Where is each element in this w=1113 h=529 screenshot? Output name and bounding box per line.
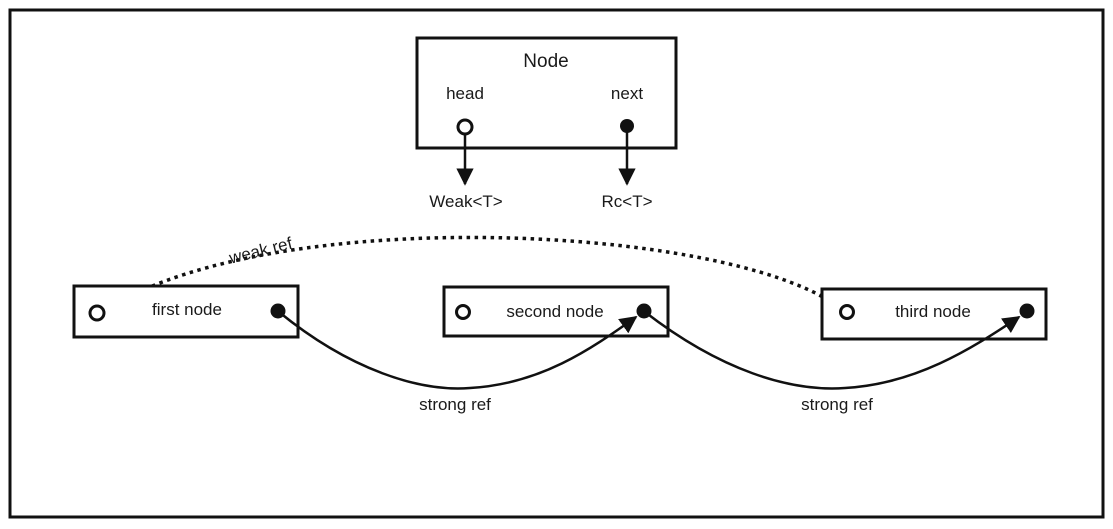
second-node-head-open-circle-icon bbox=[455, 304, 471, 320]
third-node: third node bbox=[820, 287, 1048, 341]
next-field-label: next bbox=[611, 84, 643, 103]
rc-type-label: Rc<T> bbox=[601, 192, 652, 211]
strong-ref-edge-second-to-third bbox=[644, 311, 1021, 390]
weak-ref-edge bbox=[109, 235, 837, 308]
outer-frame bbox=[8, 8, 1105, 519]
head-open-circle-icon bbox=[456, 118, 474, 136]
third-node-next-filled-circle-icon bbox=[1019, 303, 1035, 319]
second-node-label: second node bbox=[506, 302, 603, 321]
next-filled-circle-icon bbox=[620, 119, 634, 133]
first-node-label: first node bbox=[152, 300, 222, 319]
third-node-head-open-circle-icon bbox=[839, 304, 855, 320]
third-node-label: third node bbox=[895, 302, 971, 321]
second-node: second node bbox=[442, 285, 670, 338]
strong-ref-edge-first-to-second bbox=[278, 311, 638, 390]
head-field-label: head bbox=[446, 84, 484, 103]
first-node-head-open-circle-icon bbox=[88, 304, 106, 322]
weak-type-label: Weak<T> bbox=[429, 192, 502, 211]
strong-ref-label-1: strong ref bbox=[419, 395, 491, 414]
first-node-box bbox=[72, 284, 300, 339]
node-type-box: Node head next Weak<T> Rc<T> bbox=[415, 36, 678, 211]
strong-ref-label-2: strong ref bbox=[801, 395, 873, 414]
weak-ref-label: weak ref bbox=[226, 234, 294, 268]
first-node: first node bbox=[72, 284, 300, 339]
node-type-title: Node bbox=[523, 51, 568, 72]
